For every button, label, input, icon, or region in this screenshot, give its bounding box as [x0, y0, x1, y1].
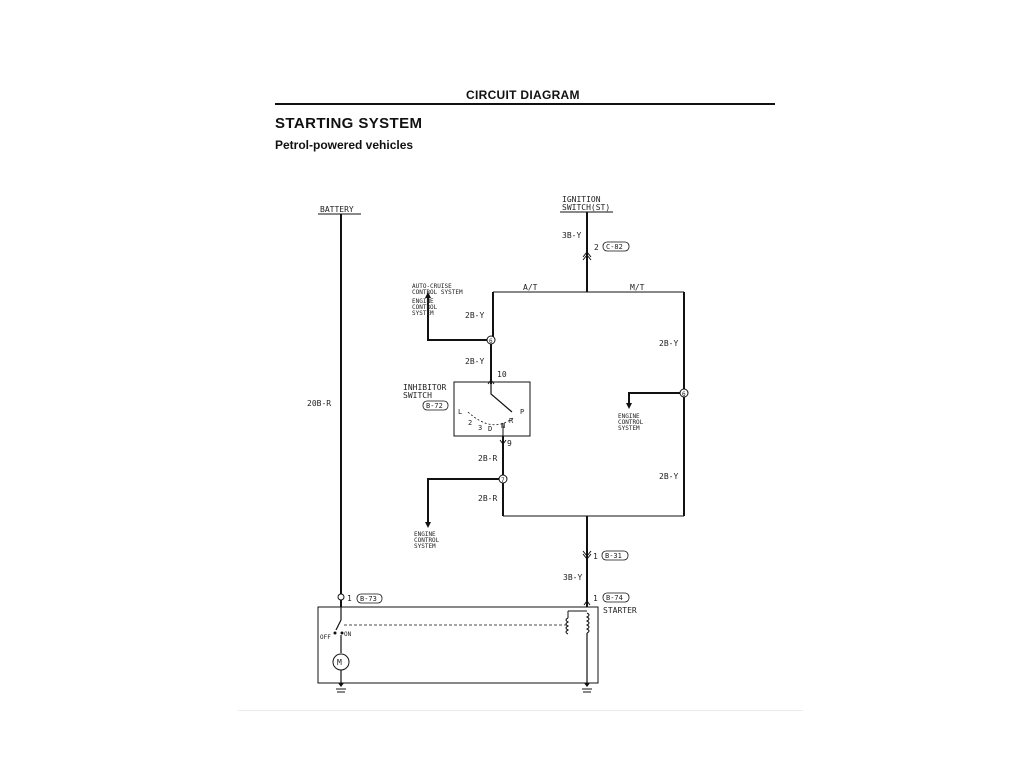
inhibitor-contact-arc [467, 411, 514, 426]
page-bottom-rule [238, 710, 803, 711]
inhibitor-label-line1: INHIBITOR [403, 383, 447, 392]
starter-label: STARTER [603, 606, 637, 615]
solenoid-coil-right [585, 612, 590, 634]
wire-label-2b-y-at2: 2B-Y [465, 357, 484, 366]
pin-b74-chevron [583, 600, 591, 606]
pin-10-label: 10 [497, 370, 507, 379]
engine-cs-mt-line2: CONTROL [618, 419, 644, 426]
inhibitor-switch-box [453, 381, 531, 437]
connector-b72-label: B-72 [426, 402, 443, 410]
ground-right-arrow [584, 683, 590, 687]
auto-cruise-wire [427, 296, 487, 341]
junction-6-left-label: 6 [489, 338, 493, 345]
auto-cruise-label-line1: AUTO-CRUISE [412, 283, 452, 290]
wire-label-3b-y-bottom: 3B-Y [563, 573, 582, 582]
pos-2-label: 2 [468, 419, 472, 427]
engine-cs-top-line1: ENGINE [412, 298, 434, 305]
pin-2-c82: 2 [594, 243, 599, 252]
wire-label-2b-r-1: 2B-R [478, 454, 497, 463]
switch-off-label: OFF [320, 634, 331, 641]
switch-contact-off [333, 631, 337, 635]
header-rule [275, 103, 775, 105]
system-title: STARTING SYSTEM [275, 115, 423, 132]
switch-on-label: ON [344, 631, 352, 638]
wire-label-2b-y-at1: 2B-Y [465, 311, 484, 320]
ground-left-arrow [338, 683, 344, 687]
engine-cs-bottom-arrow [425, 522, 431, 528]
connector-chevron-b31 [582, 550, 592, 560]
connector-box-b74 [602, 592, 630, 603]
junction-6-right-label: 6 [682, 391, 686, 398]
connector-box-b31 [601, 550, 629, 561]
wire-label-2b-y-mt1: 2B-Y [659, 339, 678, 348]
wire-label-3b-y-top: 3B-Y [562, 231, 581, 240]
connector-b74-label: B-74 [606, 594, 623, 602]
mt-branch: 2B-Y 6 ENGINE CONTROL SYSTEM 2B-Y [618, 292, 689, 516]
battery-group: BATTERY 20B-R 1 B-73 [307, 205, 383, 607]
engine-cs-mt-line3: SYSTEM [618, 425, 640, 432]
mt-engine-cs-arrow [626, 403, 632, 409]
connector-box-c82 [602, 241, 630, 252]
mt-engine-cs-wire [628, 392, 680, 404]
terminal-b73 [337, 593, 345, 601]
ground-left [336, 683, 346, 693]
pin-9-label: 9 [507, 439, 512, 448]
engine-cs-top-line2: CONTROL [412, 304, 438, 311]
auto-cruise-label-line2: CONTROL SYSTEM [412, 289, 463, 296]
pos-r-label: R [509, 417, 514, 425]
connector-box-b72 [422, 400, 449, 411]
ignition-group: IGNITION SWITCH(ST) 3B-Y 2 C-82 A/T M/T [493, 195, 684, 293]
ignition-label-line1: IGNITION [562, 195, 601, 204]
inhibitor-wiper [490, 384, 513, 413]
connector-b31-label: B-31 [605, 552, 622, 560]
wire-label-20b-r: 20B-R [307, 399, 331, 408]
connector-b73-label: B-73 [360, 595, 377, 603]
motor-label: M [337, 658, 342, 667]
page-header-title: CIRCUIT DIAGRAM [466, 88, 580, 102]
starter-unit: OFF ON M [317, 606, 599, 684]
pos-3-label: 3 [478, 424, 482, 432]
pin-1-b31: 1 [593, 552, 598, 561]
pos-d-label: D [488, 425, 492, 433]
connector-box-b73 [356, 593, 383, 604]
system-subtitle: Petrol-powered vehicles [275, 138, 414, 152]
starter-feed: 1 B-31 3B-Y 1 B-74 STARTER [503, 515, 684, 615]
connector-c82-label: C-82 [606, 243, 623, 251]
inhibitor-label-line2: SWITCH [403, 391, 432, 400]
connector-chevron-c82 [582, 251, 592, 261]
pos-p-label: P [520, 408, 524, 416]
engine-cs-bottom-line1: ENGINE [414, 531, 436, 538]
ground-right [582, 683, 592, 693]
switch-contact-on [340, 631, 344, 635]
wire-label-2b-y-mt2: 2B-Y [659, 472, 678, 481]
auto-cruise-arrow [425, 292, 431, 298]
mt-label: M/T [630, 283, 645, 292]
engine-cs-top-line3: SYSTEM [412, 310, 434, 317]
junction-7-label: 7 [501, 477, 505, 484]
battery-label: BATTERY [320, 205, 354, 214]
at-label: A/T [523, 283, 538, 292]
pin-1-b74: 1 [593, 594, 598, 603]
engine-cs-bottom-wire [427, 478, 499, 524]
engine-cs-bottom-line2: CONTROL [414, 537, 440, 544]
engine-cs-mt-line1: ENGINE [618, 413, 640, 420]
solenoid-coil-left [565, 617, 570, 635]
pin-1-b73: 1 [347, 594, 352, 603]
solenoid-switch-blade [335, 619, 342, 631]
starter-box [317, 606, 599, 684]
wire-label-2b-r-2: 2B-R [478, 494, 497, 503]
pin-10-chevron [487, 379, 495, 385]
at-branch: 2B-Y 6 AUTO-CRUISE CONTROL SYSTEM ENGINE… [403, 283, 531, 550]
ignition-label-line2: SWITCH(ST) [562, 203, 610, 212]
pos-l-label: L [458, 408, 462, 416]
engine-cs-bottom-line3: SYSTEM [414, 543, 436, 550]
